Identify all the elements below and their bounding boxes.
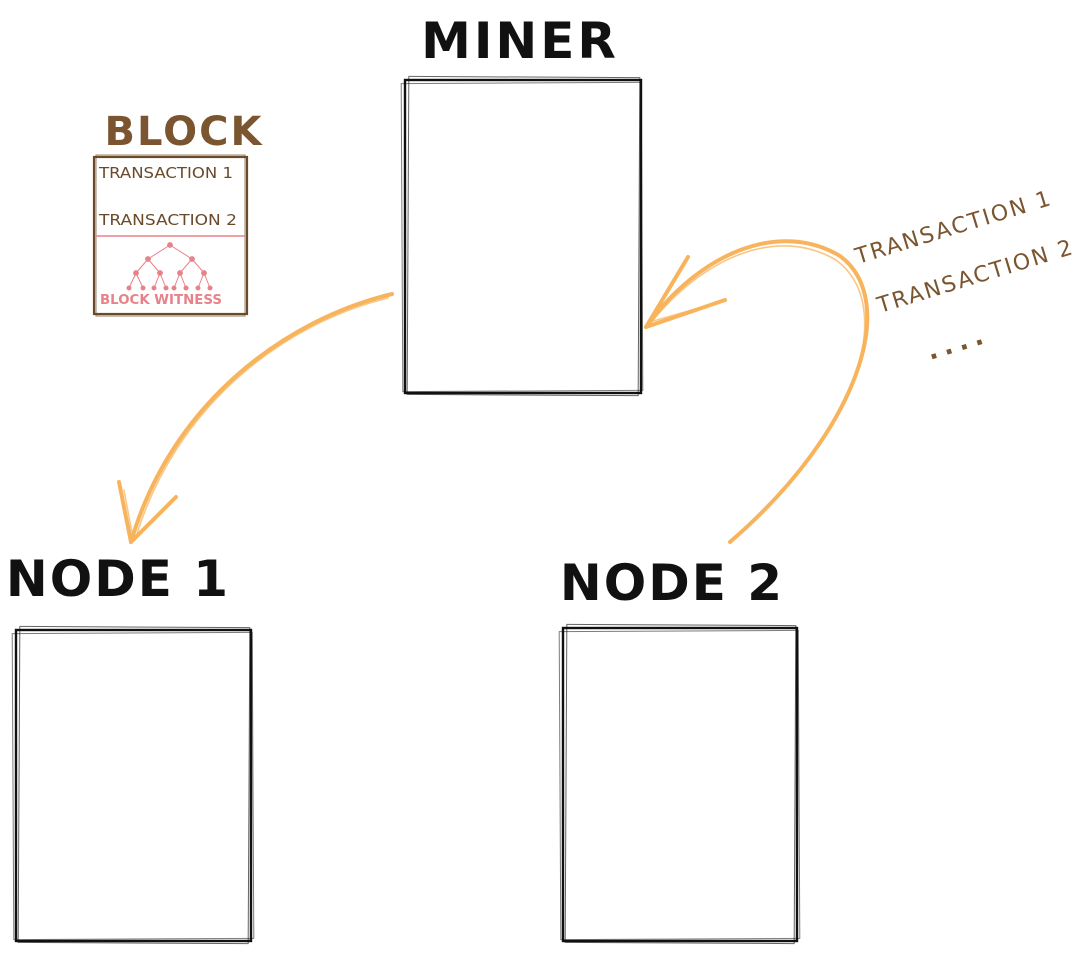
miner-box — [400, 75, 644, 397]
miner-label: MINER — [421, 12, 619, 70]
incoming-ellipsis: .... — [923, 319, 993, 366]
node-2-label: NODE 2 — [560, 554, 784, 612]
node-2-box — [558, 623, 801, 945]
miner: MINER — [400, 12, 644, 397]
node-1: NODE 1 — [6, 550, 255, 945]
arrow-miner-to-node-1 — [117, 292, 394, 544]
node-1-label: NODE 1 — [6, 550, 230, 608]
node-2: NODE 2 — [558, 554, 801, 945]
incoming-transactions: TRANSACTION 1 TRANSACTION 2 .... — [851, 186, 1077, 367]
block-witness-label: BLOCK WITNESS — [100, 293, 222, 308]
block-transaction-2: TRANSACTION 2 — [98, 211, 237, 229]
node-1-box — [11, 625, 255, 945]
arrow-node-2-to-miner — [644, 239, 870, 544]
block-transaction-1: TRANSACTION 1 — [98, 164, 233, 182]
block-title: BLOCK — [105, 109, 264, 155]
merkle-tree-icon — [126, 242, 213, 291]
block: BLOCK TRANSACTION 1 TRANSACTION 2 — [92, 109, 264, 317]
